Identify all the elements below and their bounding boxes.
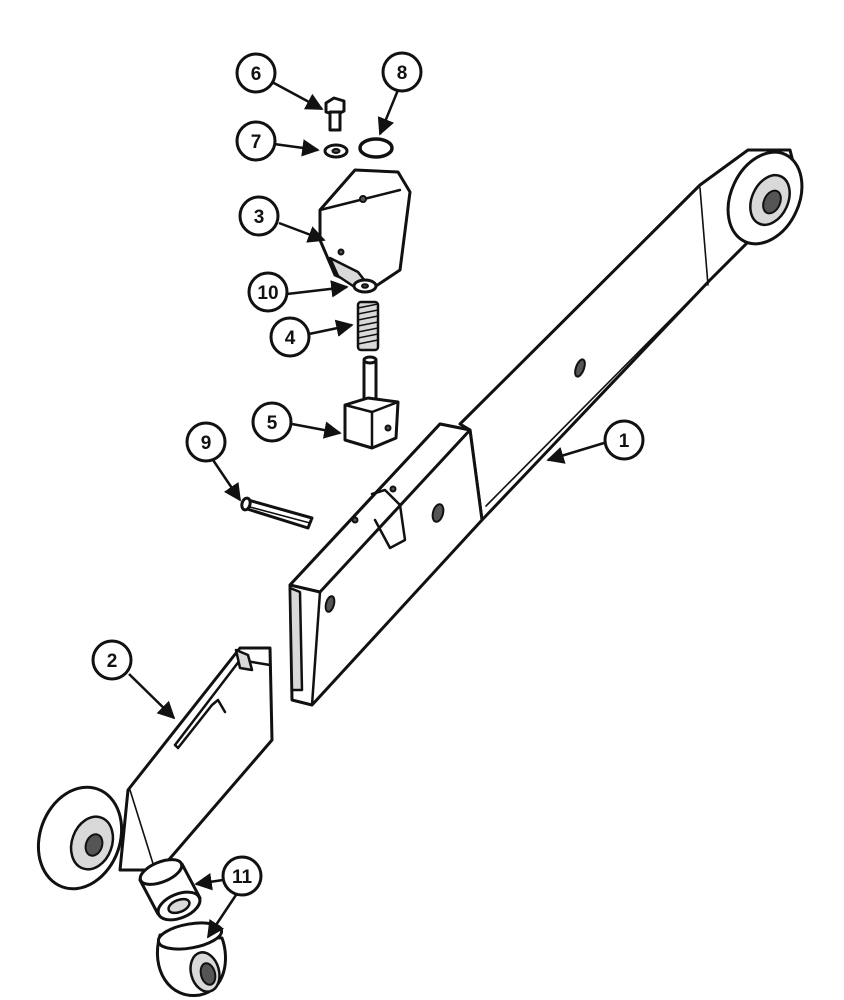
callout-4: 4 (269, 316, 311, 358)
callout-label: 2 (107, 651, 118, 672)
part-10-washer (352, 278, 378, 294)
callout-8: 8 (381, 51, 423, 93)
callout-label: 11 (232, 867, 253, 888)
leader-lines (128, 80, 605, 939)
part-11-bushing-and-ball (138, 858, 227, 998)
part-9-roll-pin (240, 496, 314, 530)
callout-label: 7 (251, 132, 262, 153)
part-8-o-ring (358, 137, 394, 159)
callout-label: 9 (201, 433, 212, 454)
callout-11: 11 (221, 855, 263, 897)
part-5-latch-pin (343, 355, 400, 450)
callout-label: 4 (285, 328, 296, 349)
callout-label: 1 (619, 431, 630, 452)
callout-9: 9 (185, 421, 227, 463)
callout-1: 1 (603, 419, 645, 461)
part-2-telescopic-end (36, 646, 274, 891)
callout-label: 3 (254, 207, 265, 228)
callout-3: 3 (238, 195, 280, 237)
callout-label: 10 (257, 283, 278, 304)
part-7-washer (323, 143, 349, 159)
callout-label: 8 (397, 63, 408, 84)
callout-10: 10 (247, 271, 289, 313)
part-1-lift-arm (288, 148, 804, 707)
callout-6: 6 (235, 52, 277, 94)
part-3-latch-cover (318, 168, 412, 294)
callout-7: 7 (235, 120, 277, 162)
part-4-spring (356, 300, 380, 352)
callout-label: 5 (267, 413, 278, 434)
callout-2: 2 (91, 639, 133, 681)
part-6-bolt (324, 96, 346, 132)
callout-5: 5 (251, 401, 293, 443)
callout-label: 6 (251, 64, 262, 85)
